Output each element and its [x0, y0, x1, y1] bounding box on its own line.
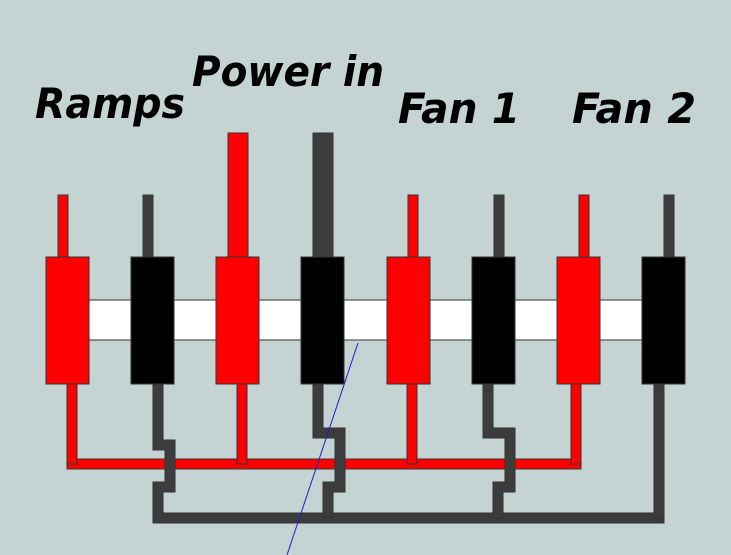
pin-ramps-positive	[57, 194, 69, 260]
negative-drop-power-in	[312, 383, 346, 519]
label-power-in: Power in	[192, 47, 384, 96]
terminal-bus-bar	[87, 299, 645, 341]
negative-drop-fan2	[653, 383, 665, 519]
terminal-ramps-negative	[130, 256, 175, 385]
label-ramps: Ramps	[35, 79, 185, 128]
terminal-fan1-negative	[471, 256, 516, 385]
positive-drop-fan1	[406, 383, 418, 465]
negative-drop-ramps	[152, 383, 176, 519]
label-fan-1: Fan 1	[398, 84, 520, 133]
terminal-fan2-positive	[556, 256, 601, 385]
positive-bus-wire	[66, 458, 582, 470]
terminal-power-in-negative	[300, 256, 345, 385]
terminal-power-in-positive	[215, 256, 260, 385]
wiring	[66, 383, 665, 524]
terminal-fan1-positive	[386, 256, 431, 385]
terminal-fan2-negative	[641, 256, 686, 385]
negative-drop-fan1	[482, 383, 516, 519]
label-fan-2: Fan 2	[572, 84, 696, 133]
annotation-line	[286, 342, 359, 555]
pin-power-in-positive	[227, 132, 249, 260]
pin-fan2-positive	[578, 194, 590, 260]
negative-bus-wire	[152, 512, 665, 524]
pin-power-in-negative	[312, 132, 334, 260]
pin-fan2-negative	[663, 194, 675, 260]
positive-drop-fan2	[570, 383, 582, 465]
terminal-ramps-positive	[45, 256, 90, 385]
positive-drop-ramps	[66, 383, 78, 465]
pin-ramps-negative	[142, 194, 154, 260]
positive-drop-power-in	[236, 383, 248, 465]
pin-fan1-negative	[493, 194, 505, 260]
terminal-blocks	[45, 256, 686, 385]
top-pins	[57, 132, 675, 260]
pin-fan1-positive	[407, 194, 419, 260]
